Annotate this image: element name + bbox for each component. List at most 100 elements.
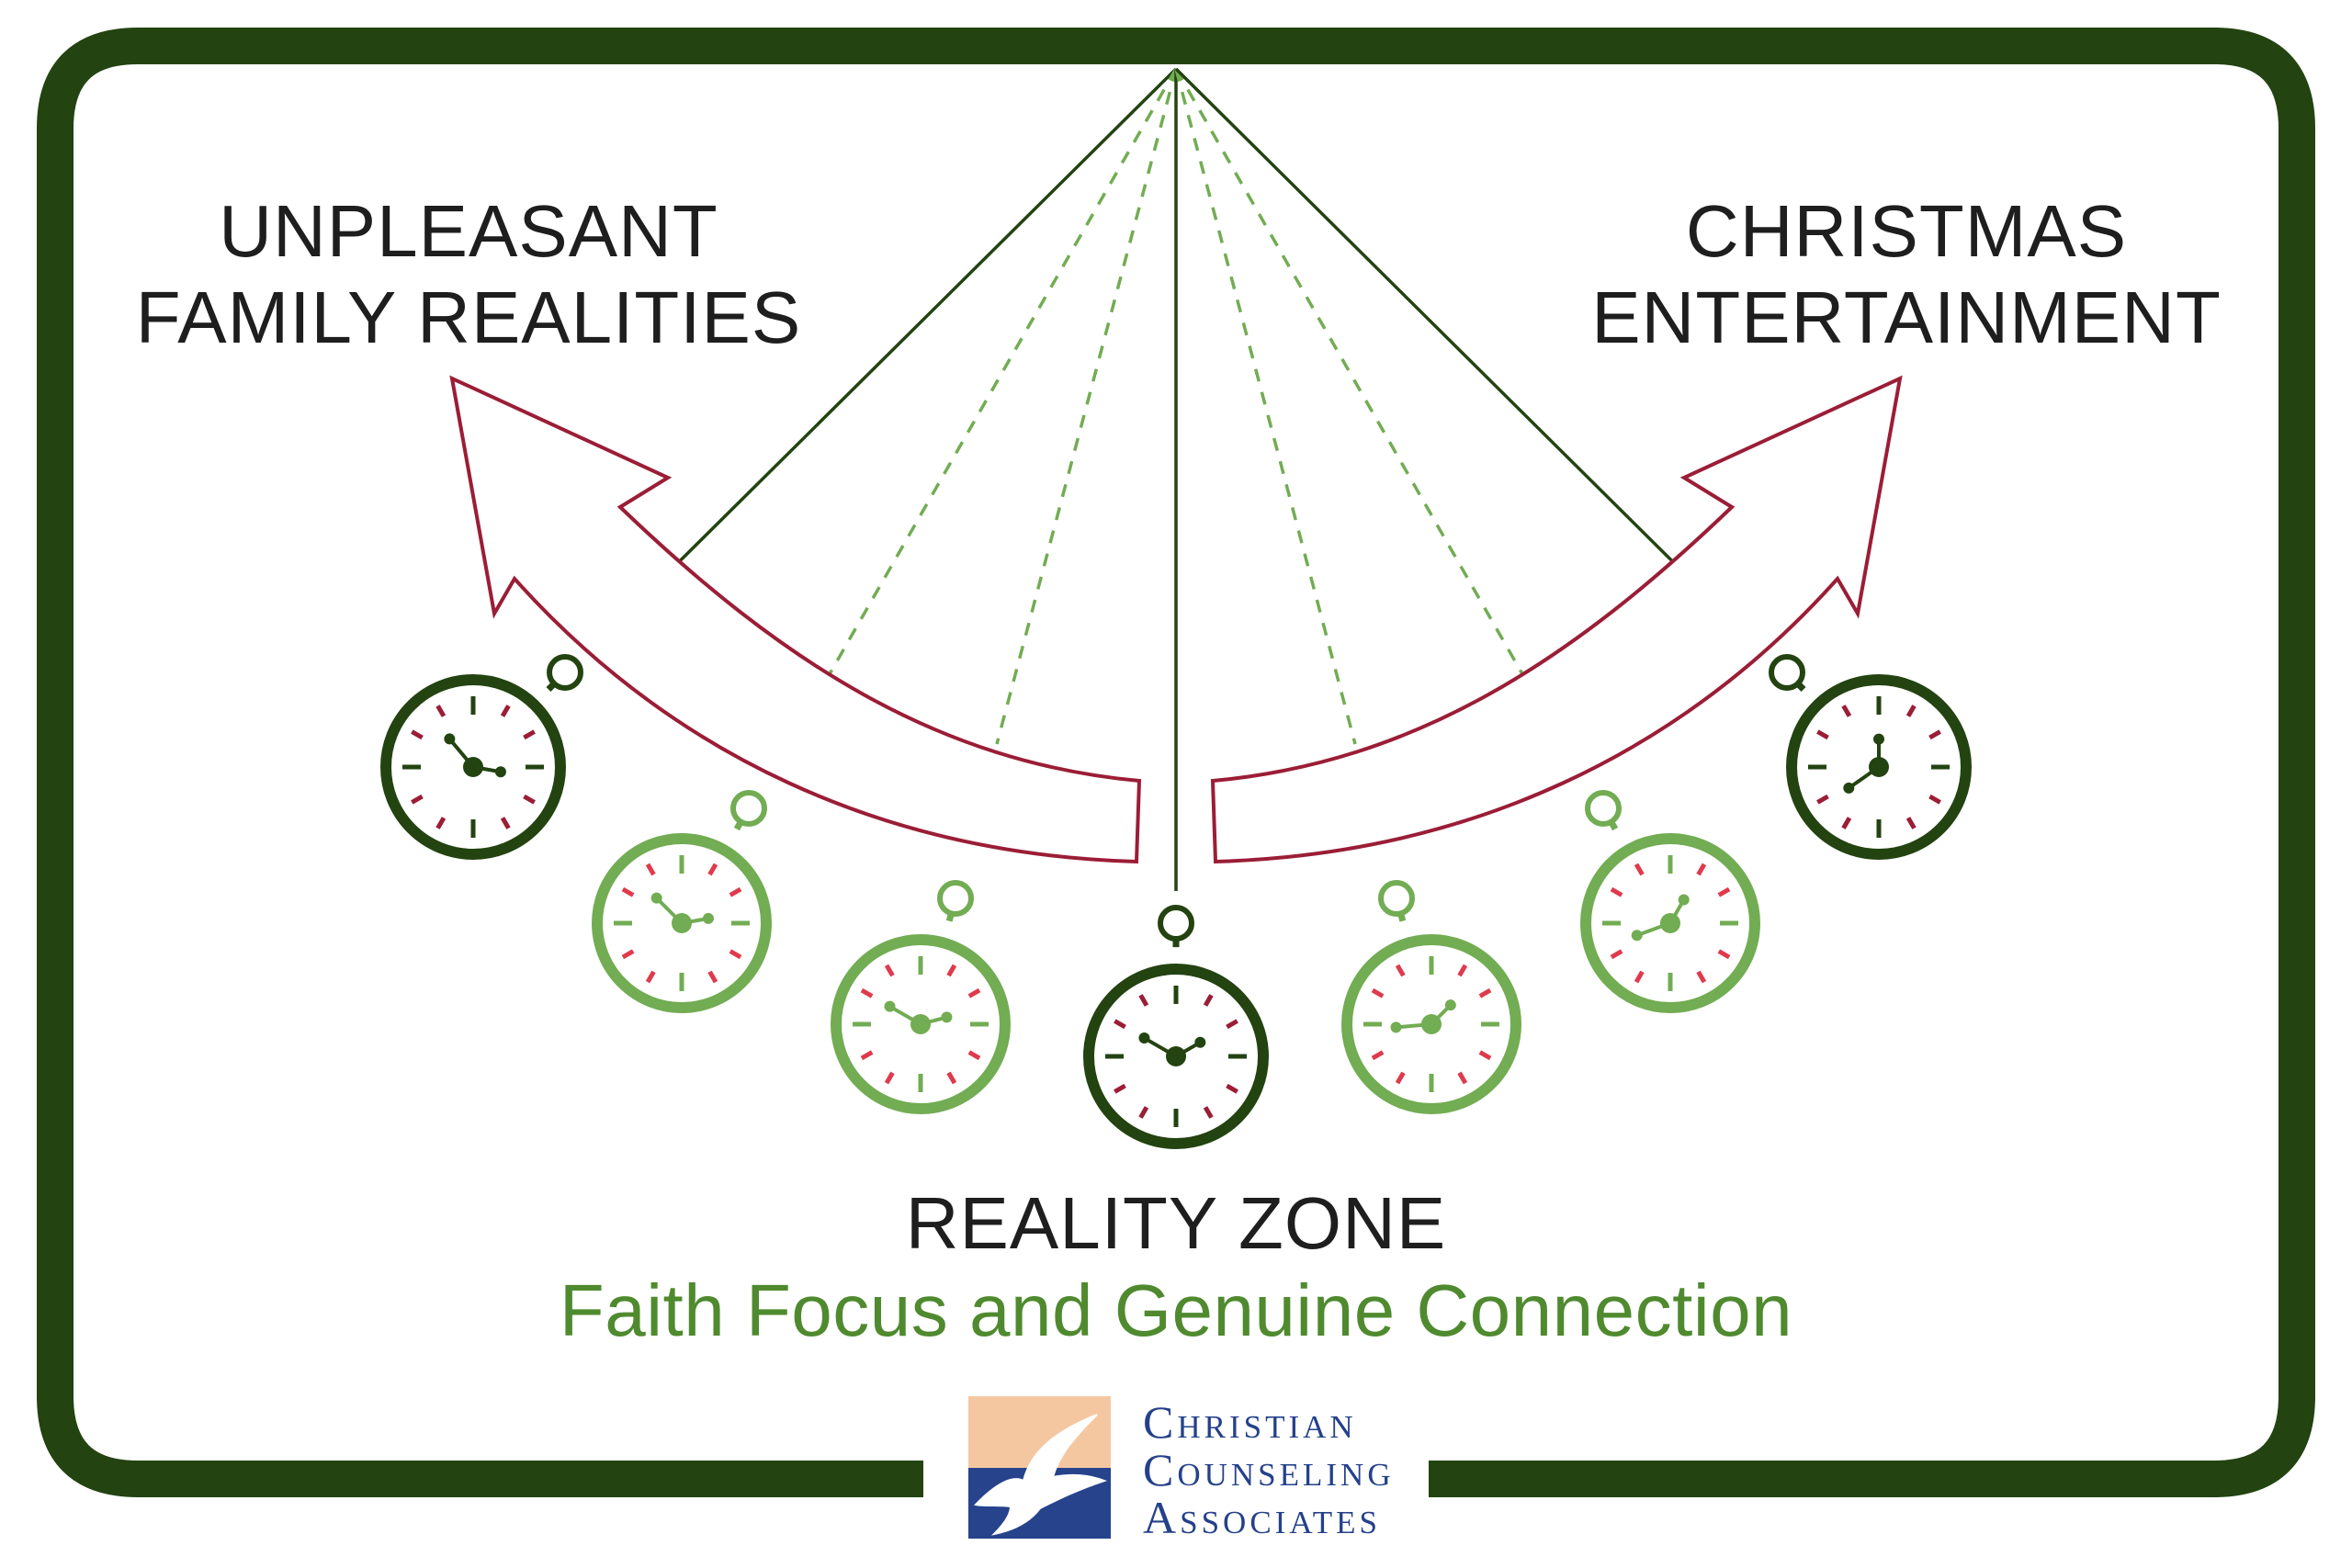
pocket-watch-icon-center <box>1083 905 1269 1149</box>
pocket-watch-icon-right-near <box>1341 880 1521 1114</box>
watch-tick <box>1928 729 1941 740</box>
pendulum-strings <box>595 67 1757 891</box>
swing-arrows <box>449 375 1903 864</box>
watch-hand-tip <box>1390 1021 1402 1033</box>
watch-tick <box>435 817 447 829</box>
watch-hand-tip <box>884 1000 896 1012</box>
watch-ring <box>1769 654 1805 691</box>
watch-tick <box>1841 705 1852 717</box>
watch-tick <box>1717 886 1731 897</box>
watch-tick <box>500 817 511 829</box>
watch-hand-tip <box>650 892 662 904</box>
watch-tick <box>707 863 718 876</box>
watch-hand-tip <box>444 733 456 745</box>
outer-frame <box>37 28 2315 1497</box>
pendulum-string-right-mid <box>1174 68 1577 768</box>
watch-tick <box>1717 949 1731 960</box>
pocket-watch-icon-left-mid <box>592 790 772 1013</box>
watch-hand-tip <box>1444 999 1456 1011</box>
arrow-right <box>1210 375 1903 864</box>
watch-tick <box>1226 1019 1238 1030</box>
left-label-line1: UNPLEASANT <box>219 190 718 272</box>
watch-ring <box>547 654 583 691</box>
watch-tick <box>1696 970 1707 984</box>
watch-ring <box>937 880 974 917</box>
watch-center <box>1421 1014 1442 1034</box>
watch-tick <box>946 1071 957 1085</box>
watch-tick <box>1478 1050 1492 1061</box>
watch-tick <box>645 863 656 876</box>
watch-tick <box>435 705 447 717</box>
pendulum-string-right-extreme <box>1174 67 1757 645</box>
watch-tick <box>707 970 718 984</box>
frame <box>37 28 2315 1497</box>
watch-hand-tip <box>1843 782 1855 794</box>
watch-tick <box>1816 794 1829 805</box>
watch-ring <box>1378 880 1415 917</box>
reality-zone-subtitle: Faith Focus and Genuine Connection <box>559 1269 1793 1351</box>
watch-tick <box>411 729 424 740</box>
christian-counseling-associates-logo: Christian Counseling Associates <box>968 1396 1409 1541</box>
watch-hand-tip <box>1678 894 1690 906</box>
pendulum-string-left-extreme <box>595 67 1178 645</box>
watch-tick <box>645 970 656 984</box>
watch-tick <box>1371 1050 1385 1061</box>
watch-hand-tip <box>702 912 714 924</box>
watch-tick <box>1905 705 1917 717</box>
watch-ring <box>730 790 767 827</box>
watch-hand-tip <box>1194 1036 1206 1048</box>
watch-tick <box>1905 817 1917 829</box>
watch-center <box>1166 1046 1186 1066</box>
pocket-watches <box>380 654 1972 1149</box>
watch-tick <box>946 964 957 977</box>
watch-tick <box>1114 1083 1126 1094</box>
watch-tick <box>1841 817 1852 829</box>
watch-tick <box>523 729 536 740</box>
watch-center <box>910 1014 931 1034</box>
pocket-watch-icon-right-extreme <box>1769 654 1972 860</box>
watch-tick <box>1696 863 1707 876</box>
watch-tick <box>411 794 424 805</box>
pendulum-string-left-near <box>995 68 1178 745</box>
watch-tick <box>1395 964 1406 977</box>
watch-tick <box>1634 970 1645 984</box>
watch-tick <box>1138 1106 1149 1119</box>
logo-line-associates: Associates <box>1143 1492 1381 1543</box>
watch-tick <box>860 1050 874 1061</box>
watch-hand-tip <box>494 766 506 778</box>
watch-center <box>463 757 483 777</box>
dove-icon <box>968 1396 1111 1539</box>
watch-tick <box>523 794 536 805</box>
watch-tick <box>1928 794 1941 805</box>
watch-tick <box>1610 886 1623 897</box>
watch-tick <box>621 886 635 897</box>
watch-tick <box>729 886 742 897</box>
watch-tick <box>1226 1083 1238 1094</box>
watch-tick <box>1203 1106 1214 1119</box>
watch-tick <box>1457 1071 1468 1085</box>
logo-line-christian: Christian <box>1143 1396 1357 1448</box>
watch-hand-tip <box>1873 733 1884 745</box>
watch-tick <box>1114 1019 1126 1030</box>
pocket-watch-icon-right-mid <box>1580 790 1760 1013</box>
watch-tick <box>884 1071 895 1085</box>
watch-ring <box>1585 790 1622 827</box>
reality-zone-label: REALITY ZONE <box>905 1182 1447 1264</box>
watch-tick <box>1457 964 1468 977</box>
unpleasant-family-realities-label: UNPLEASANT FAMILY REALITIES <box>101 188 836 360</box>
watch-hand-tip <box>941 1011 953 1023</box>
logo-wordmark: Christian Counseling Associates <box>1143 1398 1395 1541</box>
watch-center <box>1869 757 1889 777</box>
watch-tick <box>729 949 742 960</box>
watch-tick <box>967 1050 981 1061</box>
left-label-line2: FAMILY REALITIES <box>135 276 802 358</box>
watch-tick <box>860 987 874 998</box>
watch-tick <box>621 949 635 960</box>
watch-hand-tip <box>1631 930 1643 942</box>
watch-center <box>672 913 692 933</box>
christmas-entertainment-label: CHRISTMAS ENTERTAINMENT <box>1516 188 2297 360</box>
watch-hand-tip <box>1138 1032 1150 1044</box>
watch-center <box>1660 913 1680 933</box>
